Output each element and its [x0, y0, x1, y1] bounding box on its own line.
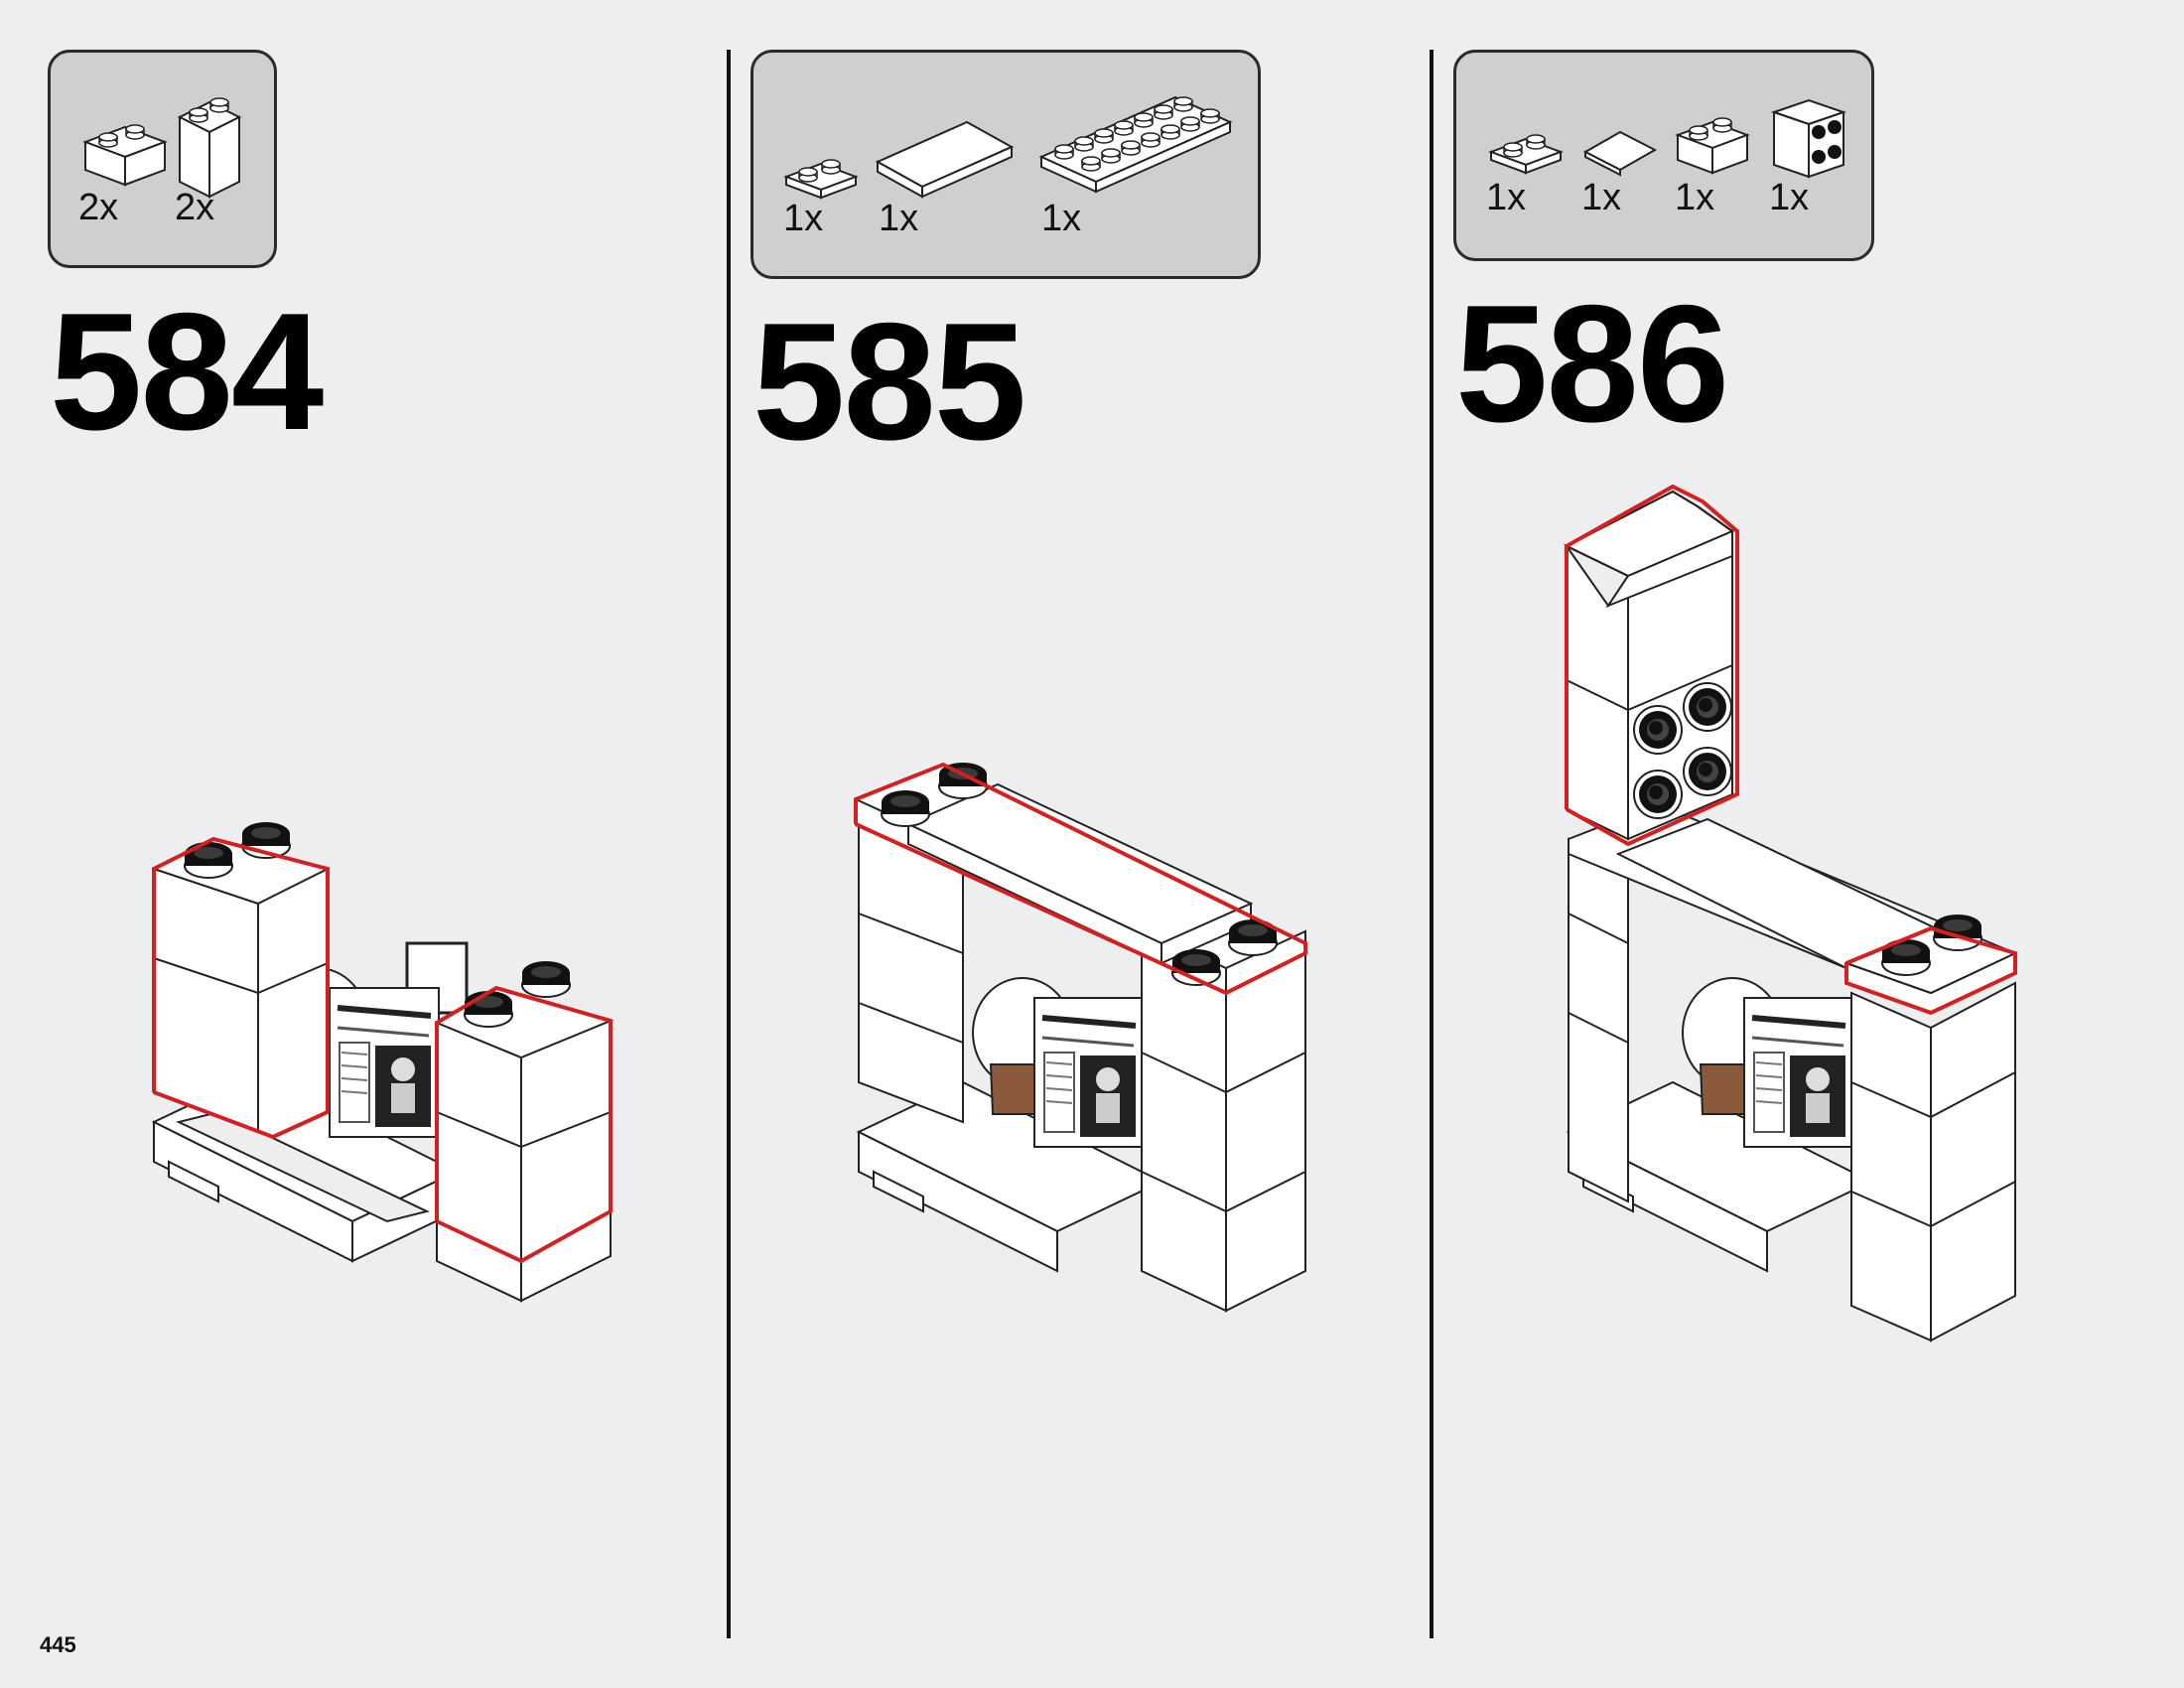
part-qty: 1x: [1769, 177, 1810, 218]
brick-with-side-studs-icon: [1770, 98, 1847, 179]
step-number-584: 584: [50, 278, 324, 465]
brick-1x2-icon: [1675, 117, 1750, 175]
step-number-586: 586: [1455, 270, 1729, 457]
column-divider-2: [1430, 50, 1433, 1638]
part-qty: 1x: [879, 198, 919, 239]
page-number: 445: [40, 1632, 76, 1657]
part-qty: 1x: [1675, 177, 1715, 218]
build-model-586: [1563, 484, 2018, 1342]
part-qty: 1x: [783, 198, 824, 239]
part-qty: 2x: [175, 187, 215, 228]
build-model-585: [854, 762, 1307, 1313]
part-qty: 1x: [1486, 177, 1527, 218]
plate-1x2-icon: [783, 159, 859, 200]
parts-callout-584: 2x 2x: [48, 50, 277, 268]
plate-2x8-icon: [1038, 95, 1233, 194]
parts-callout-586: 1x 1x 1x 1x: [1453, 50, 1874, 261]
step-number-585: 585: [752, 288, 1026, 475]
parts-callout-585: 1x 1x 1x: [751, 50, 1261, 279]
brick-1x2x2-icon: [177, 97, 242, 199]
build-model-584: [151, 821, 614, 1303]
part-qty: 1x: [1581, 177, 1622, 218]
part-qty: 2x: [78, 187, 119, 228]
tile-2x4-icon: [875, 120, 1015, 199]
slope-tile-icon: [1582, 130, 1658, 177]
column-divider-1: [727, 50, 731, 1638]
part-qty: 1x: [1041, 198, 1082, 239]
brick-1x2-icon: [82, 124, 168, 187]
plate-1x2-icon: [1488, 134, 1564, 175]
